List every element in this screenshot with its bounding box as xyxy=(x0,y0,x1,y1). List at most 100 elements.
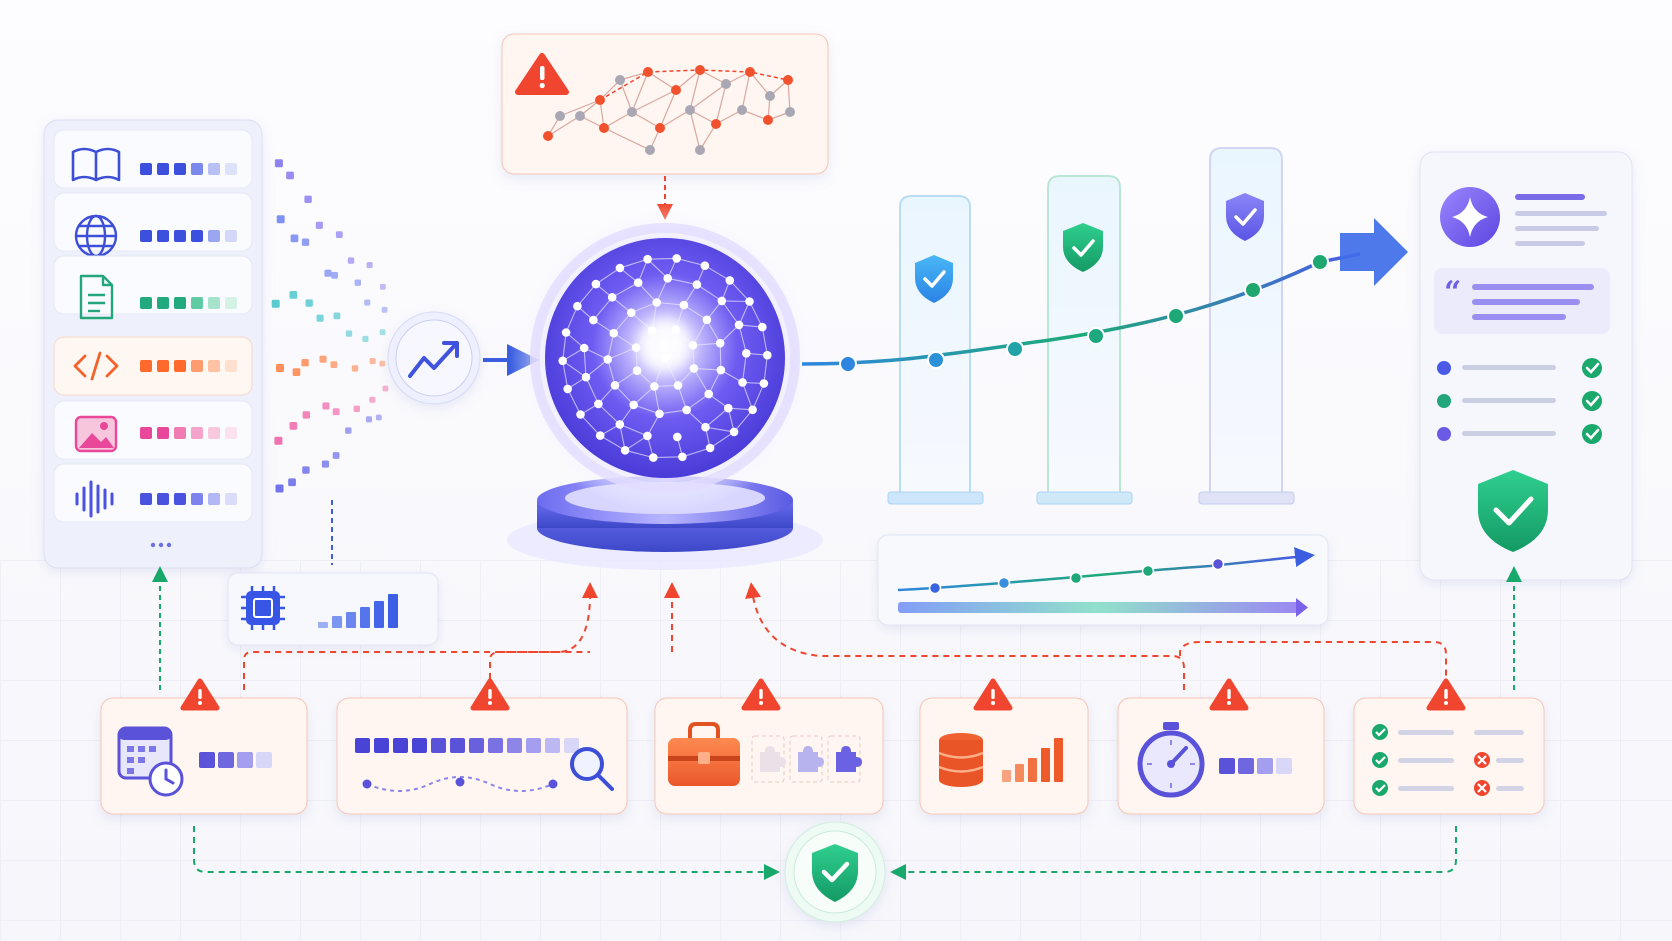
mesh-node xyxy=(725,276,735,285)
mesh-node xyxy=(763,350,772,360)
data-token xyxy=(347,257,355,264)
data-bars xyxy=(1002,738,1063,782)
risk-panel-retrieval[interactable] xyxy=(336,678,628,815)
checklist-row xyxy=(1437,358,1602,378)
mesh-node xyxy=(615,263,625,273)
data-token xyxy=(276,364,284,372)
warning-icon xyxy=(741,678,781,711)
mesh-node xyxy=(629,400,638,410)
mesh-node xyxy=(673,381,683,390)
risk-panel-latency[interactable] xyxy=(1117,678,1325,815)
trend-node-dot xyxy=(1211,557,1225,571)
warning-icon xyxy=(973,678,1013,711)
warning-icon xyxy=(515,53,569,95)
network-node xyxy=(575,111,585,121)
mesh-node xyxy=(573,301,582,311)
source-row-document[interactable] xyxy=(53,255,253,320)
retrieval-chunk xyxy=(545,738,560,753)
network-risk-panel xyxy=(501,33,829,175)
chip-icon xyxy=(241,586,285,630)
source-row-book[interactable] xyxy=(53,129,253,189)
risk-panel-tools[interactable] xyxy=(654,678,884,815)
data-token xyxy=(305,299,313,307)
shield-check-icon xyxy=(1226,193,1264,241)
mesh-node xyxy=(702,315,712,325)
mesh-node xyxy=(663,274,672,283)
data-token xyxy=(321,460,329,468)
source-row-audio[interactable] xyxy=(53,463,253,523)
data-token xyxy=(304,195,312,203)
network-node xyxy=(763,115,773,125)
safety-loop-links xyxy=(193,826,1457,880)
mesh-node xyxy=(610,381,620,390)
network-node xyxy=(643,67,653,77)
checklist-icon xyxy=(1372,724,1524,796)
mesh-node xyxy=(738,378,747,387)
book-icon xyxy=(71,147,121,182)
mesh-node xyxy=(594,399,603,409)
output-arrow xyxy=(1340,218,1408,286)
data-token xyxy=(301,238,310,246)
data-token xyxy=(351,365,359,372)
mesh-node xyxy=(643,431,652,441)
data-token xyxy=(332,452,340,459)
mesh-node xyxy=(734,320,744,330)
assistant-sparkle-icon xyxy=(1440,187,1500,247)
mesh-node xyxy=(759,379,769,388)
trend-node-dot xyxy=(928,581,942,595)
source-row-image[interactable] xyxy=(53,400,253,460)
network-node xyxy=(599,123,609,133)
database-icon xyxy=(938,733,984,787)
data-token xyxy=(345,330,353,337)
mesh-node xyxy=(561,328,571,337)
more-sources-dots[interactable] xyxy=(150,542,172,548)
risk-panel-validation[interactable] xyxy=(1353,678,1545,815)
data-token xyxy=(375,414,382,421)
image-icon xyxy=(74,415,118,453)
data-token xyxy=(354,279,361,286)
quote-mark-icon: “ xyxy=(1444,275,1461,310)
data-token xyxy=(380,284,386,290)
mesh-node xyxy=(717,296,727,306)
progress-node xyxy=(1311,253,1329,271)
data-token xyxy=(366,262,373,269)
gate-2 xyxy=(1036,175,1133,505)
data-token xyxy=(302,411,310,419)
fail-x-icon xyxy=(1474,752,1490,768)
gate-3 xyxy=(1198,147,1295,505)
safety-gates xyxy=(887,147,1295,505)
retrieval-chunk xyxy=(431,738,446,753)
mesh-node xyxy=(701,422,710,432)
data-token xyxy=(275,484,284,493)
mesh-node xyxy=(563,384,572,394)
retrieval-chunk xyxy=(450,738,465,753)
mesh-node xyxy=(589,315,598,325)
progress-node xyxy=(1167,307,1185,325)
stopwatch-icon xyxy=(1137,722,1205,798)
input-sources-panel xyxy=(43,119,263,569)
warning-icon xyxy=(1209,678,1249,711)
source-row-code[interactable] xyxy=(53,336,253,396)
mesh-node xyxy=(632,366,642,376)
data-token xyxy=(362,335,369,342)
data-token xyxy=(276,215,285,224)
mesh-node xyxy=(700,261,710,271)
mesh-node xyxy=(581,372,591,382)
toolbox-icon xyxy=(668,722,740,786)
mesh-node xyxy=(673,432,682,442)
data-token xyxy=(324,269,332,277)
data-token xyxy=(369,396,376,403)
risk-panel-data[interactable] xyxy=(919,678,1089,815)
mesh-node xyxy=(716,365,726,375)
risk-panel-staleness[interactable] xyxy=(100,678,308,815)
data-token xyxy=(316,314,324,322)
safety-hub[interactable] xyxy=(784,821,886,923)
shield-check-icon xyxy=(915,255,953,303)
data-token-stream xyxy=(271,159,389,493)
data-token xyxy=(333,312,341,320)
puzzle-icon xyxy=(760,746,786,772)
retrieval-chunk xyxy=(469,738,484,753)
source-row-web[interactable] xyxy=(53,192,253,258)
